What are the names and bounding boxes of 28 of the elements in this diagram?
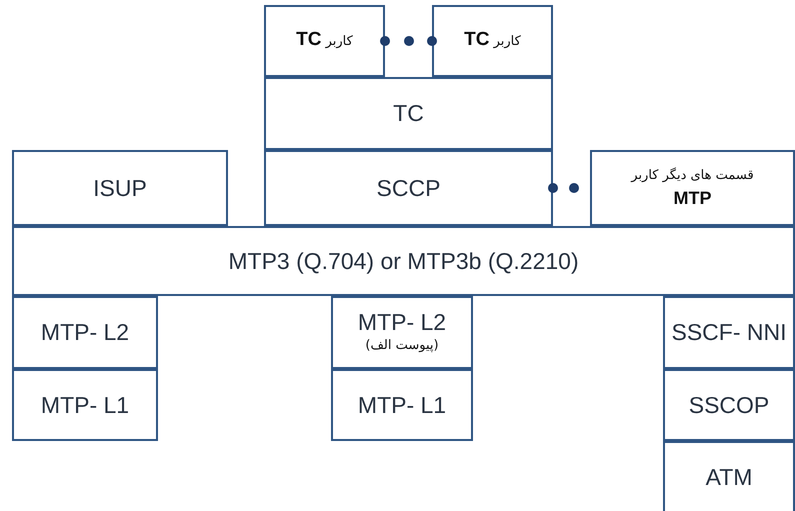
protocol-layer-box (264, 150, 553, 226)
layer-label: MTP- L2 (40, 319, 130, 346)
layer-label: MTP- L1 (40, 392, 130, 418)
layer-label: SCCP (376, 174, 440, 202)
protocol-layer-box (331, 369, 473, 441)
protocol-layer-box (12, 226, 795, 296)
protocol-layer-box (432, 5, 553, 77)
layer-label: ATM (706, 464, 752, 490)
layer-label: MTP3 (Q.704) or MTP3b (Q.2210) (228, 248, 579, 274)
layer-label: (پیوست الف) (365, 337, 439, 355)
protocol-layer-box (663, 296, 795, 369)
layer-label: SSCOP (688, 392, 770, 418)
protocol-layer-box (663, 441, 795, 511)
layer-label: قسمت های دیگر کاربر (631, 166, 754, 185)
layer-label: TC (393, 100, 424, 127)
protocol-layer-box (331, 296, 473, 369)
protocol-layer-box (12, 369, 158, 441)
protocol-layer-box (12, 150, 228, 226)
protocol-layer-box (12, 296, 158, 369)
layer-label: MTP- L1 (358, 392, 446, 418)
protocol-layer-box (264, 77, 553, 150)
layer-label: MTP (674, 187, 712, 210)
protocol-layer-box (590, 150, 795, 226)
layer-label: SSCF- NNI (672, 319, 786, 346)
layer-label: MTP- L2 (358, 309, 446, 336)
layer-label: ISUP (93, 174, 147, 202)
protocol-layer-box (264, 5, 385, 77)
protocol-layer-box (663, 369, 795, 441)
